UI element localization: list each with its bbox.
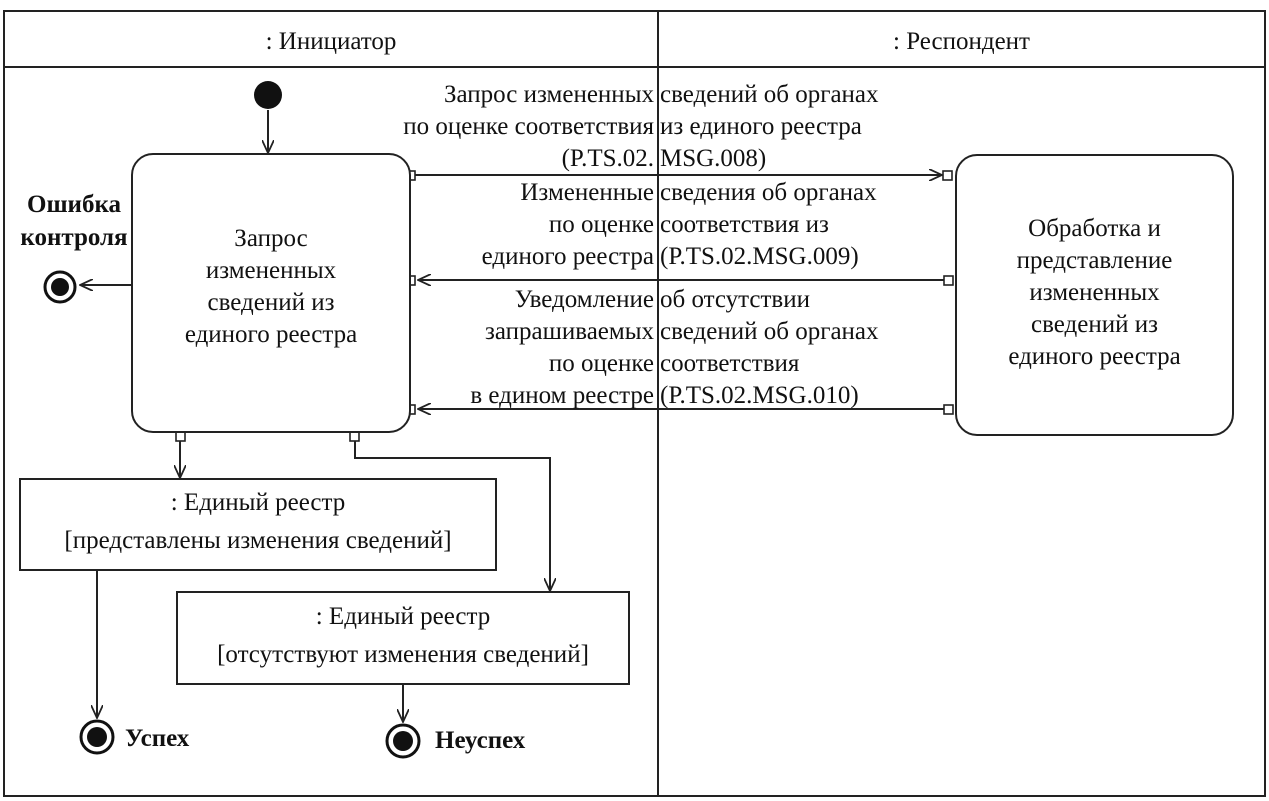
msg009-left-line-1: Измененные bbox=[520, 179, 654, 206]
object-absent bbox=[176, 591, 630, 685]
final-error-line-2: контроля bbox=[20, 224, 128, 251]
activity-process-line-3: измененных bbox=[1029, 279, 1160, 306]
activity-request-label: Запрос измененных сведений из единого ре… bbox=[131, 223, 411, 351]
diagram-frame bbox=[3, 10, 1266, 797]
object-presented-label: : Единый реестр [представлены изменения … bbox=[19, 484, 497, 560]
msg010-left-line-2: запрашиваемых bbox=[484, 318, 654, 345]
lane-header-initiator: : Инициатор bbox=[265, 28, 397, 55]
msg009-right-line-2: соответствия из bbox=[660, 211, 829, 238]
object-absent-name: : Единый реестр bbox=[315, 603, 491, 630]
final-success-label: Успех bbox=[125, 725, 190, 752]
msg010-right-line-4: (P.TS.02.MSG.010) bbox=[660, 382, 859, 409]
msg010-left-line-4: в едином реестре bbox=[470, 382, 654, 409]
message-msg008-left: Запрос измененных по оценке соответствия… bbox=[403, 79, 654, 175]
activity-process-label: Обработка и представление измененных све… bbox=[955, 213, 1234, 373]
object-presented-name: : Единый реестр bbox=[170, 489, 346, 516]
message-msg009-right: сведения об органах соответствия из (P.T… bbox=[660, 177, 877, 273]
final-node-failure bbox=[385, 723, 421, 759]
activity-request-line-3: сведений из bbox=[207, 289, 335, 316]
message-msg008-right: сведений об органах из единого реестра M… bbox=[660, 79, 879, 175]
activity-process-line-4: сведений из bbox=[1031, 311, 1158, 338]
final-failure-label: Неуспех bbox=[435, 727, 526, 754]
msg008-left-line-2: по оценке соответствия bbox=[403, 113, 654, 140]
final-node-success bbox=[79, 719, 115, 755]
msg008-right-line-2: из единого реестра bbox=[660, 113, 862, 140]
msg008-right-line-1: сведений об органах bbox=[660, 81, 879, 108]
activity-request-line-2: измененных bbox=[205, 257, 337, 284]
msg010-right-line-3: соответствия bbox=[660, 350, 800, 377]
msg010-right-line-2: сведений об органах bbox=[660, 318, 879, 345]
msg008-left-line-1: Запрос измененных bbox=[444, 81, 654, 108]
message-msg010-left: Уведомление запрашиваемых по оценке в ед… bbox=[470, 284, 654, 412]
pin-m1-in bbox=[942, 170, 953, 181]
final-error-label: Ошибка контроля bbox=[12, 188, 136, 254]
object-absent-state: [отсутствуют изменения сведений] bbox=[217, 641, 589, 668]
message-msg010-right: об отсутствии сведений об органах соотве… bbox=[660, 284, 879, 412]
object-absent-label: : Единый реестр [отсутствуют изменения с… bbox=[176, 598, 630, 674]
msg009-right-line-3: (P.TS.02.MSG.009) bbox=[660, 243, 859, 270]
initial-node bbox=[254, 81, 282, 109]
msg010-left-line-1: Уведомление bbox=[514, 286, 654, 313]
pin-out-absent bbox=[349, 431, 360, 442]
activity-process bbox=[955, 154, 1234, 436]
pin-m3-out bbox=[943, 404, 954, 415]
object-presented bbox=[19, 478, 497, 571]
message-msg009-left: Измененные по оценке единого реестра bbox=[482, 177, 654, 273]
msg008-left-line-3: (P.TS.02. bbox=[561, 145, 654, 172]
msg009-right-line-1: сведения об органах bbox=[660, 179, 877, 206]
final-node-error bbox=[43, 270, 77, 304]
activity-process-line-1: Обработка и bbox=[1028, 215, 1161, 242]
msg010-left-line-3: по оценке bbox=[548, 350, 654, 377]
activity-request-line-4: единого реестра bbox=[184, 321, 358, 348]
msg009-left-line-3: единого реестра bbox=[481, 243, 654, 270]
flow-to-absent bbox=[354, 441, 550, 591]
activity-request bbox=[131, 153, 411, 433]
pin-out-presented bbox=[175, 431, 186, 442]
pin-m2-out bbox=[943, 275, 954, 286]
activity-process-line-2: представление bbox=[1016, 247, 1173, 274]
msg009-left-line-2: по оценке bbox=[548, 211, 654, 238]
activity-request-line-1: Запрос bbox=[234, 225, 308, 252]
final-error-line-1: Ошибка bbox=[27, 191, 121, 218]
activity-process-line-5: единого реестра bbox=[1008, 343, 1181, 370]
lane-header-respondent: : Респондент bbox=[893, 28, 1030, 55]
msg010-right-line-1: об отсутствии bbox=[660, 286, 810, 313]
object-presented-state: [представлены изменения сведений] bbox=[64, 527, 452, 554]
msg008-right-line-3: MSG.008) bbox=[660, 145, 767, 172]
